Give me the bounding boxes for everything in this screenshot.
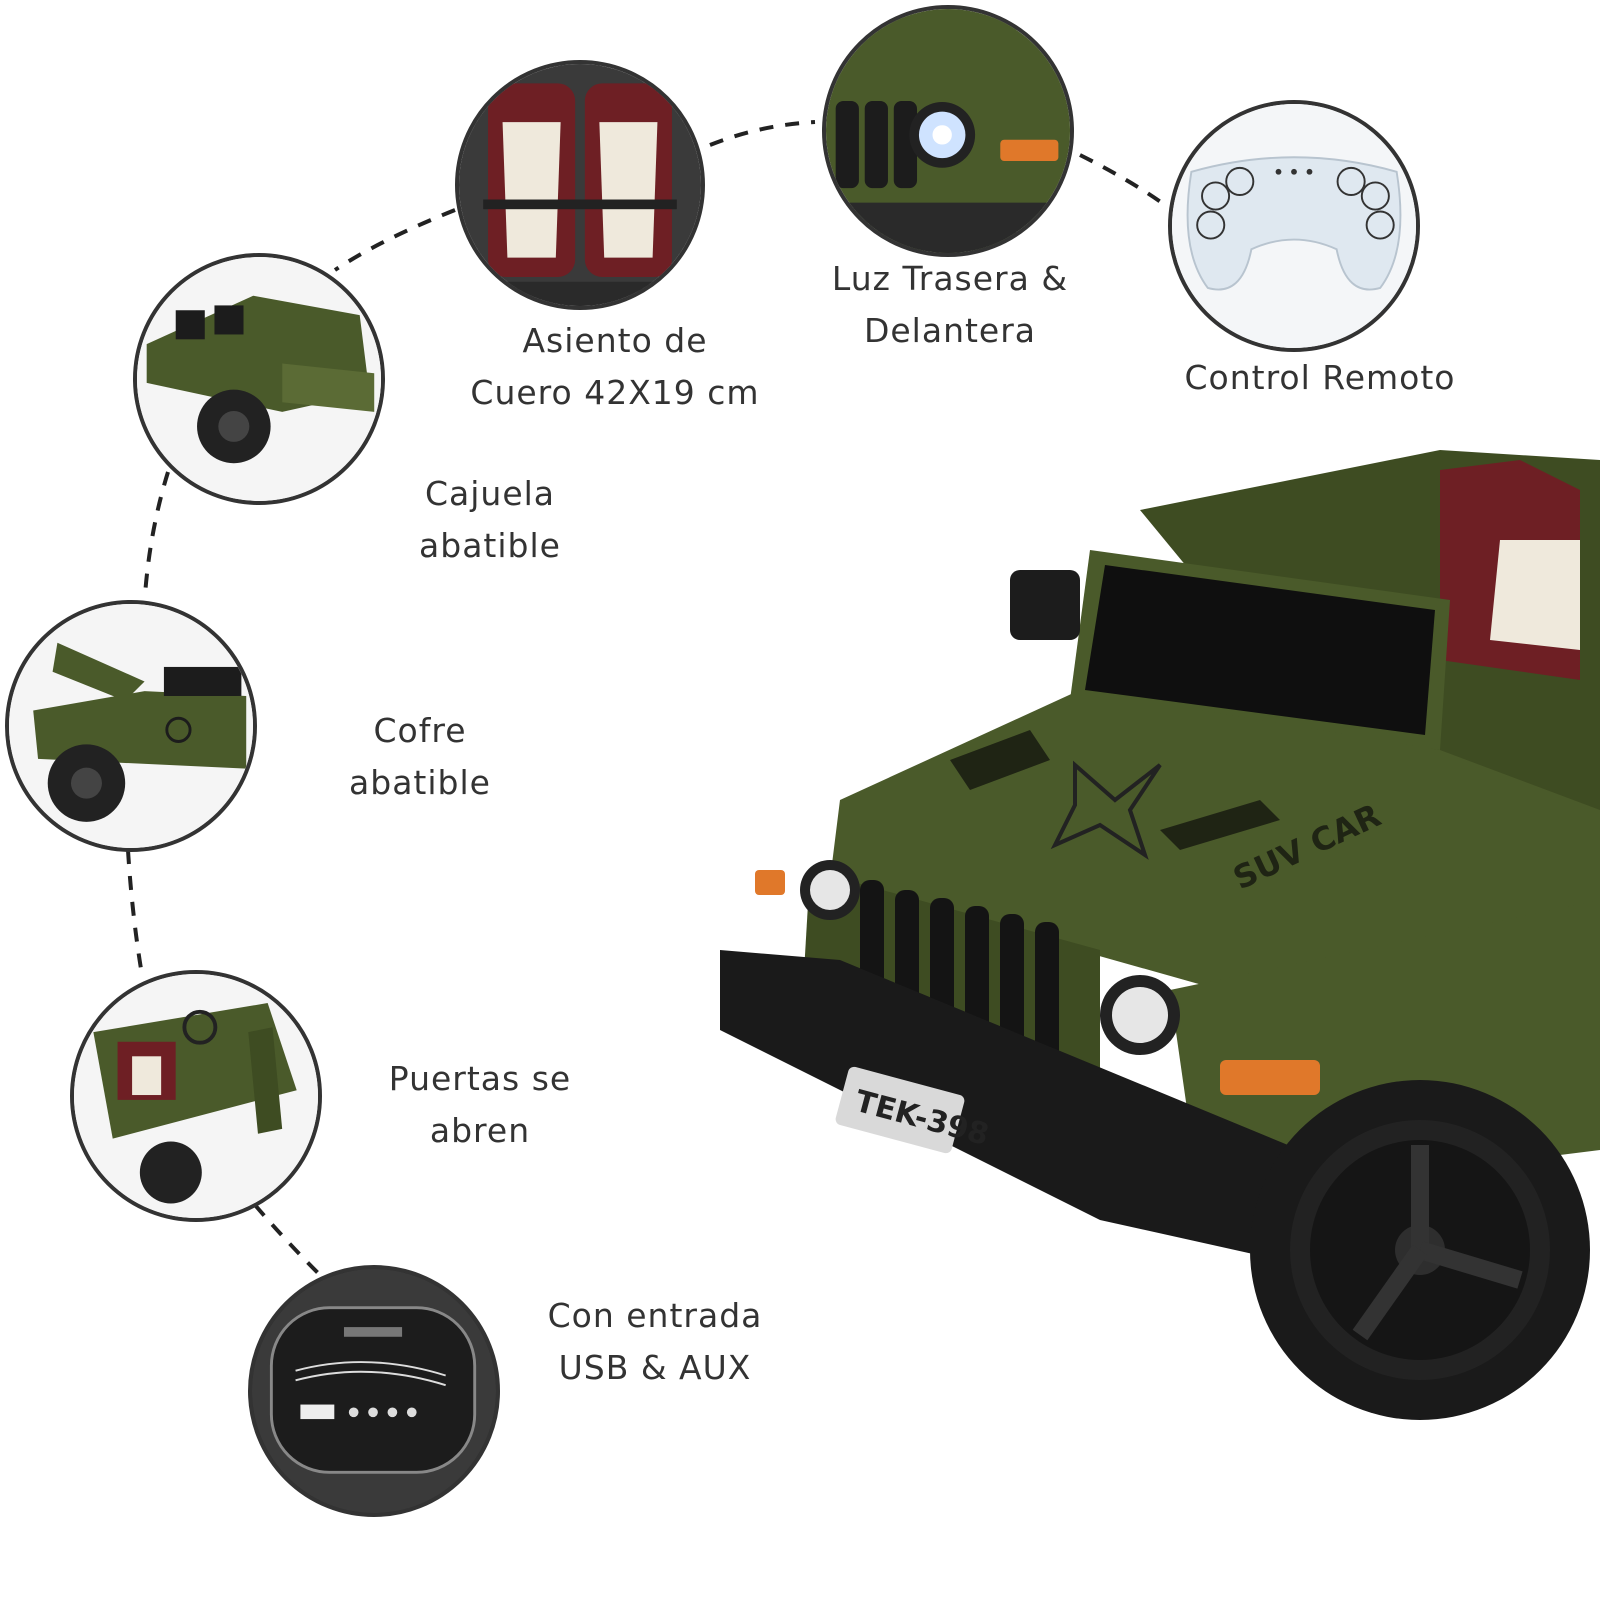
trunk-label-line1: Cajuela — [424, 474, 556, 513]
hood-photo — [5, 600, 257, 852]
audio-label-line1: Con entrada — [547, 1296, 763, 1335]
audio-label: Con entrada USB & AUX — [505, 1290, 805, 1394]
doors-photo — [70, 970, 322, 1222]
seat-label-line2: Cuero 42X19 cm — [470, 373, 760, 412]
doors-label-line1: Puertas se — [388, 1059, 572, 1098]
hood-label-line1: Cofre — [373, 711, 467, 750]
hood-label: Cofre abatible — [310, 705, 530, 809]
headlight-photo — [822, 5, 1074, 257]
hood-label-line2: abatible — [349, 763, 491, 802]
lights-label-line2: Delantera — [863, 311, 1037, 350]
ride-on-jeep-photo: SUV CAR TEK-398 — [720, 430, 1600, 1510]
remote-label-line1: Control Remoto — [1184, 358, 1456, 397]
audio-label-line2: USB & AUX — [558, 1348, 752, 1387]
leather-seat-photo — [455, 60, 705, 310]
usb-aux-player-photo — [248, 1265, 500, 1517]
trunk-photo — [133, 253, 385, 505]
trunk-label: Cajuela abatible — [380, 468, 600, 572]
trunk-label-line2: abatible — [419, 526, 561, 565]
doors-label: Puertas se abren — [350, 1053, 610, 1157]
doors-label-line2: abren — [429, 1111, 531, 1150]
lights-label-line1: Luz Trasera & — [831, 259, 1069, 298]
seat-label: Asiento de Cuero 42X19 cm — [430, 315, 800, 419]
remote-control-photo — [1168, 100, 1420, 352]
seat-label-line1: Asiento de — [522, 321, 708, 360]
remote-label: Control Remoto — [1140, 352, 1500, 404]
lights-label: Luz Trasera & Delantera — [790, 253, 1110, 357]
